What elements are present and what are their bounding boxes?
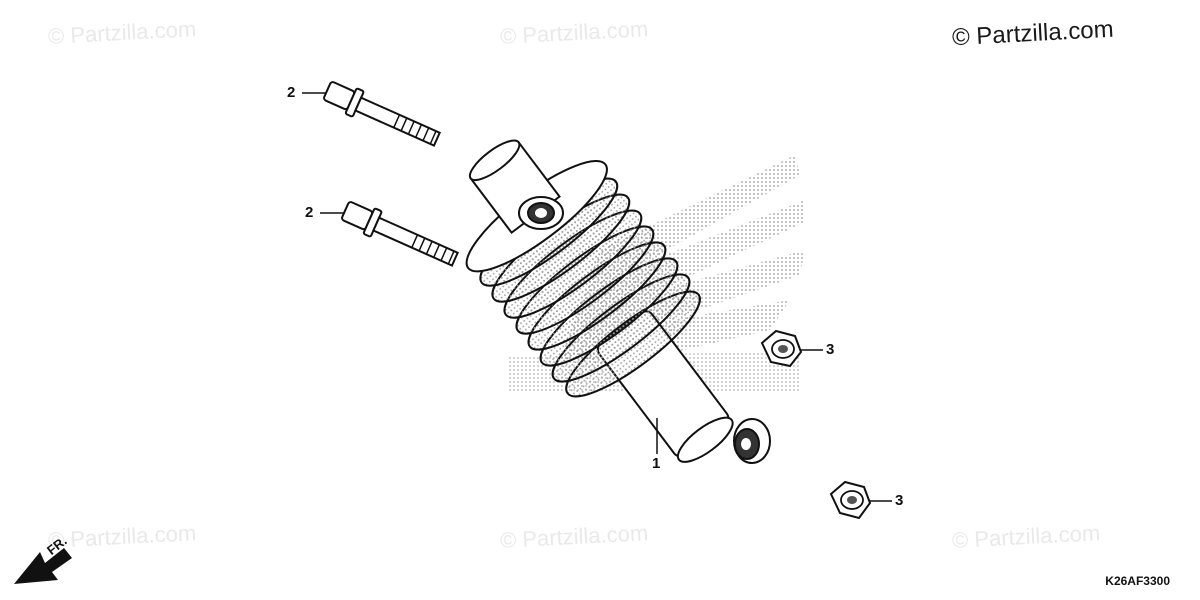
leader-lines: [302, 92, 892, 502]
flange-bolt-lower-icon: [341, 201, 460, 267]
shock-lower-bushing-icon: [733, 418, 771, 464]
callout-part-1: 1: [652, 455, 661, 472]
callout-part-2-lower: 2: [305, 204, 314, 221]
callout-part-3-upper: 3: [826, 341, 835, 358]
callout-part-3-lower: 3: [895, 492, 904, 509]
callout-part-2-upper: 2: [287, 84, 296, 101]
diagram-code: K26AF3300: [1105, 574, 1170, 588]
hex-nut-lower-icon: [829, 480, 872, 520]
flange-bolt-upper-icon: [323, 81, 442, 147]
rear-shock-absorber-icon: [465, 139, 734, 463]
front-direction-arrow-icon: [14, 548, 72, 584]
shock-upper-bushing-icon: [518, 196, 564, 230]
hex-nut-upper-icon: [760, 329, 803, 368]
